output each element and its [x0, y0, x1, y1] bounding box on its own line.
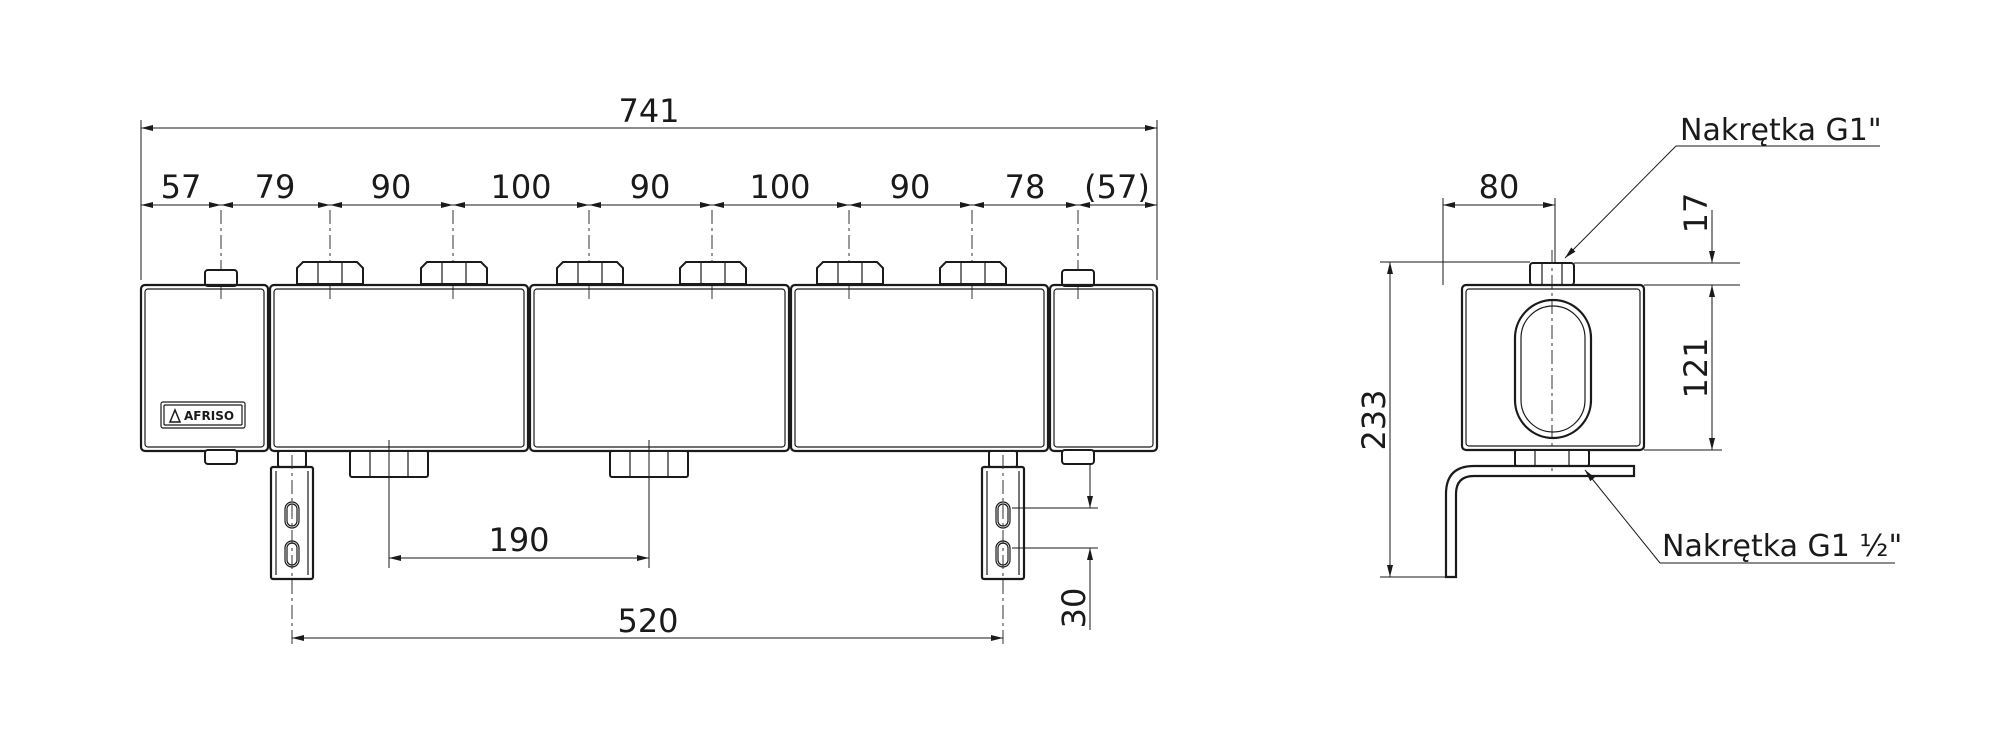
side-body: [1460, 283, 1646, 452]
dimension-label-side-total-height: 233: [1355, 389, 1393, 450]
dimension-bracket-spacing: 520: [292, 602, 1003, 641]
callout-nut-g1: Nakrętka G1": [1564, 113, 1882, 259]
afriso-logo: AFRISO: [160, 401, 246, 429]
dimension-pipe-spacing: 190: [389, 521, 649, 561]
segment-label-9: (57): [1084, 168, 1150, 206]
dimension-side-total-height: 233: [1355, 261, 1530, 578]
hex-nut-5: [816, 261, 884, 285]
bracket-right: [980, 450, 1026, 645]
callout-label-nut-g1-half: Nakrętka G1 ½": [1662, 529, 1902, 564]
segment-label-7: 90: [890, 168, 931, 206]
dimension-label-bracket-slot: 30: [1055, 588, 1093, 629]
dimension-side-body-height: 121: [1644, 285, 1722, 451]
hex-nut-3: [556, 261, 624, 285]
side-view: 80 17: [1355, 113, 1902, 579]
dimension-label-pipe-spacing: 190: [488, 521, 549, 559]
segment-label-2: 79: [255, 168, 296, 206]
port-centerlines: [220, 210, 1079, 300]
dimension-overall-width: 741: [140, 92, 1158, 280]
dimension-label-side-top-offset: 17: [1677, 193, 1715, 234]
bracket-left: [269, 450, 315, 645]
top-fittings: [204, 261, 1095, 287]
hex-nut-6: [939, 261, 1007, 285]
hex-nut-2: [420, 261, 488, 285]
dimension-segments: 57 79 90 100 90 100 90 78 (57): [141, 168, 1157, 208]
logo-text: AFRISO: [184, 409, 234, 423]
callout-nut-g1-half: Nakrętka G1 ½": [1584, 469, 1902, 564]
segment-label-3: 90: [371, 168, 412, 206]
dimension-label-side-body-height: 121: [1677, 337, 1715, 398]
callout-label-nut-g1: Nakrętka G1": [1680, 113, 1882, 148]
segment-label-5: 90: [630, 168, 671, 206]
dimension-label-side-width: 80: [1479, 168, 1520, 206]
dimension-label-bracket-spacing: 520: [617, 602, 678, 640]
dimension-bracket-slot: 30: [1012, 463, 1098, 630]
dimension-label-overall-width: 741: [618, 92, 679, 130]
side-bottom-nut: [1514, 449, 1590, 467]
hex-nut-4: [679, 261, 747, 285]
segment-label-1: 57: [161, 168, 202, 206]
segment-label-8: 78: [1005, 168, 1046, 206]
segment-label-4: 100: [490, 168, 551, 206]
manifold-body: [139, 283, 1159, 453]
dimension-side-top-offset: 17: [1574, 193, 1740, 286]
front-view: 741 57 79 90 100 90 100 90 78 (57): [139, 92, 1159, 645]
hex-nut-1: [296, 261, 364, 285]
segment-label-6: 100: [749, 168, 810, 206]
dimension-side-width: 80: [1442, 168, 1556, 285]
side-top-nut: [1529, 250, 1575, 475]
side-l-bracket: [1444, 464, 1636, 579]
